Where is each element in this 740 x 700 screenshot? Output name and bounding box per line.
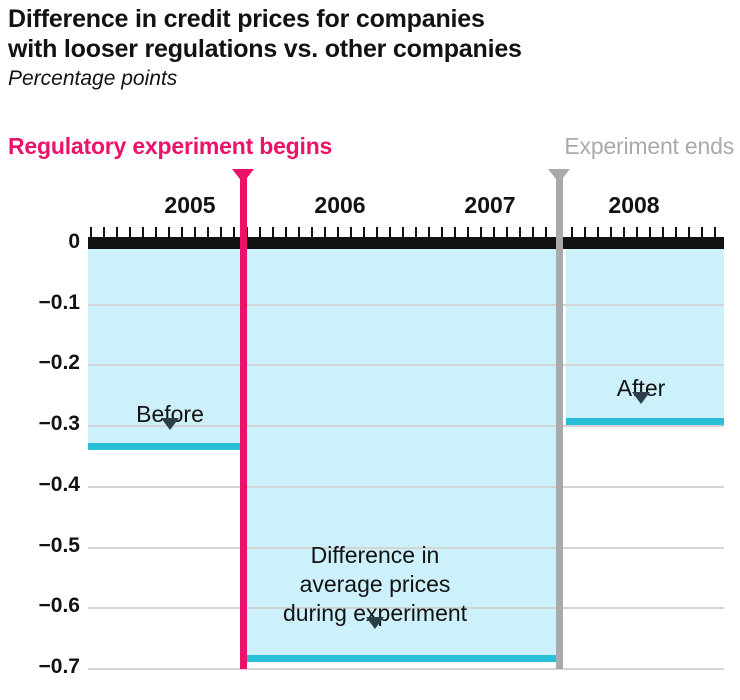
bar-during [243, 243, 563, 662]
y-axis-labels: 0 −0.1 −0.2 −0.3 −0.4 −0.5 −0.6 −0.7 [0, 230, 80, 678]
annotation-experiment-ends: Experiment ends [564, 133, 734, 159]
event-line-begin [240, 169, 247, 669]
ytick-n03: −0.3 [38, 412, 80, 435]
plot-area [88, 243, 724, 670]
annotation-experiment-begins: Regulatory experiment begins [8, 133, 333, 159]
event-marker-end-icon [548, 169, 570, 183]
ytick-n05: −0.5 [38, 534, 80, 557]
label-after: After [586, 374, 696, 432]
zero-axis-line [88, 237, 724, 249]
ytick-n01: −0.1 [38, 291, 80, 314]
bar-top-after [566, 418, 724, 425]
xtick-2008: 2008 [608, 192, 660, 218]
ytick-0: 0 [68, 230, 80, 253]
bar-after [566, 243, 724, 425]
page-title-line1: Difference in credit prices for companie… [8, 5, 485, 33]
event-line-end [556, 169, 563, 669]
label-during-line1: Difference in [310, 542, 440, 568]
gridline-n04 [88, 486, 724, 488]
gridline-n06 [88, 607, 724, 609]
label-during: Difference in average prices during expe… [270, 541, 480, 657]
event-marker-begin-icon [232, 169, 254, 183]
label-during-line2: average prices [299, 571, 451, 597]
page-title-line2: with looser regulations vs. other compan… [8, 35, 522, 63]
page-subtitle: Percentage points [8, 67, 178, 90]
label-during-line3: during experiment [282, 600, 468, 626]
xtick-2005: 2005 [164, 192, 216, 218]
ytick-n07: −0.7 [38, 655, 80, 678]
ytick-n04: −0.4 [38, 473, 80, 496]
gridline-n05 [88, 547, 724, 549]
gridline-n02 [88, 364, 724, 366]
gridline-n01 [88, 304, 724, 306]
label-before: Before [110, 400, 230, 458]
caret-down-icon-before [161, 418, 179, 456]
xtick-2006: 2006 [314, 192, 366, 218]
bar-top-during [243, 655, 563, 662]
label-before-text: Before [136, 401, 204, 427]
ytick-n06: −0.6 [38, 594, 80, 617]
xtick-2007: 2007 [464, 192, 516, 218]
title-block: Difference in credit prices for companie… [8, 4, 732, 92]
bar-top-before [88, 443, 240, 450]
label-after-text: After [616, 375, 666, 401]
caret-down-icon-during [366, 617, 384, 655]
gridline-n03 [88, 425, 724, 427]
ytick-n02: −0.2 [38, 351, 80, 374]
gridline-n07 [88, 668, 724, 670]
caret-down-icon-after [632, 392, 650, 430]
bar-before [88, 243, 240, 450]
